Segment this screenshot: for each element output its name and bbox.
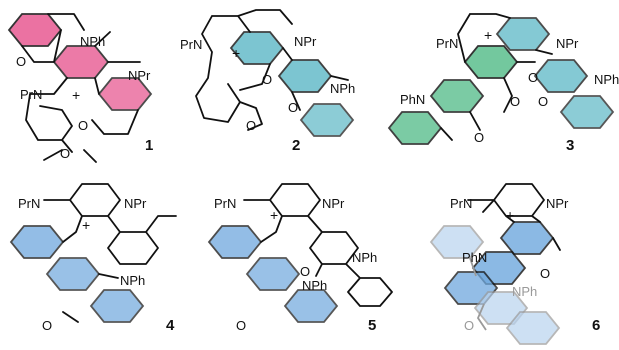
compound-1-pink-ring-b <box>52 45 110 79</box>
compound-2-label-nph: NPh <box>330 81 355 96</box>
compound-3-label-prn: PrN <box>436 36 458 51</box>
compound-6-number: 6 <box>592 317 600 334</box>
compound-5-skeleton <box>243 183 393 307</box>
compound-6-label-oxo: O <box>540 266 550 281</box>
compound-3-number: 3 <box>566 137 574 154</box>
compound-5-blue-ring-b <box>245 257 301 291</box>
compound-6-faded-ring-c <box>505 311 561 345</box>
compound-1-label-ether-o1: O <box>78 118 88 133</box>
compound-4-label-nph: NPh <box>120 273 145 288</box>
compound-3-label-oxo2: O <box>538 94 548 109</box>
compound-6-label-npr: NPr <box>546 196 569 211</box>
compound-2-teal-ring-b <box>277 59 333 93</box>
compound-5-label-oxo-upper: O <box>300 264 310 279</box>
compound-1-label-npr: NPr <box>128 68 151 83</box>
compound-5-number: 5 <box>368 317 376 334</box>
compound-3-label-ether-o2: O <box>510 94 520 109</box>
compound-4-blue-ring-a <box>9 225 65 259</box>
compound-6: PrN + NPr PhN O NPh O 6 <box>429 183 600 345</box>
compound-3-label-phn: PhN <box>400 92 425 107</box>
compound-4-blue-ring-c <box>89 289 145 323</box>
compound-2-label-ether-o1: O <box>262 72 272 87</box>
compound-5-plus: + <box>270 207 278 223</box>
compound-4-label-oxo: O <box>42 318 52 333</box>
compound-2-label-prn: PrN <box>180 37 202 52</box>
compound-1-number: 1 <box>145 137 153 154</box>
compound-5-label-npr: NPr <box>322 196 345 211</box>
compound-3-green-ring-c <box>387 111 443 145</box>
compound-3-plus: + <box>484 27 492 43</box>
compound-1-pink-ring-a <box>7 13 63 47</box>
compound-3-green-ring-b <box>429 79 485 113</box>
compound-3-teal-ring-b <box>533 59 589 93</box>
compound-1-label-ether-o2: O <box>60 146 70 161</box>
compound-3-label-ether-o1: O <box>528 70 538 85</box>
compound-6-skeleton <box>467 183 561 251</box>
compound-1-label-oxo: O <box>16 54 26 69</box>
compound-5-label-nph-lower: NPh <box>302 278 327 293</box>
compound-6-label-nph-grey: NPh <box>512 284 537 299</box>
compound-6-label-phn: PhN <box>462 250 487 265</box>
compound-3-green-ring-a <box>463 45 519 79</box>
compound-3-teal-ring-a <box>495 17 551 51</box>
compound-6-grey-skeleton <box>469 257 487 331</box>
compound-4-number: 4 <box>166 317 175 334</box>
compound-2-teal-ring-c <box>299 103 355 137</box>
compound-5-blue-ring-a <box>207 225 263 259</box>
compound-3-label-oxo: O <box>474 130 484 145</box>
compound-2-number: 2 <box>292 137 300 154</box>
compound-2-label-oxo: O <box>288 100 298 115</box>
compound-4-label-npr: NPr <box>124 196 147 211</box>
compound-5-label-oxo-lower: O <box>236 318 246 333</box>
compound-4: PrN + NPr NPh O 4 <box>9 183 177 334</box>
compound-2-skeleton <box>195 9 349 131</box>
compound-6-blue-ring-a <box>499 221 555 255</box>
compound-2-plus: + <box>232 45 240 61</box>
compound-6-plus: + <box>506 207 514 223</box>
compound-4-plus: + <box>82 217 90 233</box>
compound-3-label-npr: NPr <box>556 36 579 51</box>
compound-2: PrN + NPr O NPh O O 2 <box>180 9 355 154</box>
compound-3-teal-ring-c <box>559 95 615 129</box>
compound-4-skeleton <box>43 183 177 323</box>
compound-6-label-prn: PrN <box>450 196 472 211</box>
compound-1-plus: + <box>72 87 80 103</box>
compound-3-label-nph-right: NPh <box>594 72 619 87</box>
compound-5-label-nph-upper: NPh <box>352 250 377 265</box>
compound-5-blue-ring-c <box>283 289 339 323</box>
compound-4-label-prn: PrN <box>18 196 40 211</box>
compound-6-label-oxo-grey: O <box>464 318 474 333</box>
compound-2-label-ether-o2: O <box>246 118 256 133</box>
compound-3: PrN + NPr O NPh O O PhN O 3 <box>387 13 619 154</box>
compound-4-blue-ring-b <box>45 257 101 291</box>
compound-2-label-npr: NPr <box>294 34 317 49</box>
compound-1-label-nph: NPh <box>80 34 105 49</box>
compound-1: NPh O NPr PrN + O O 1 <box>7 13 153 163</box>
compound-5: PrN + NPr NPh O NPh O 5 <box>207 183 393 334</box>
compound-5-label-prn: PrN <box>214 196 236 211</box>
compound-1-skeleton <box>21 13 141 163</box>
compound-1-label-prn: PrN <box>20 87 42 102</box>
compound-3-skeleton <box>440 13 553 141</box>
